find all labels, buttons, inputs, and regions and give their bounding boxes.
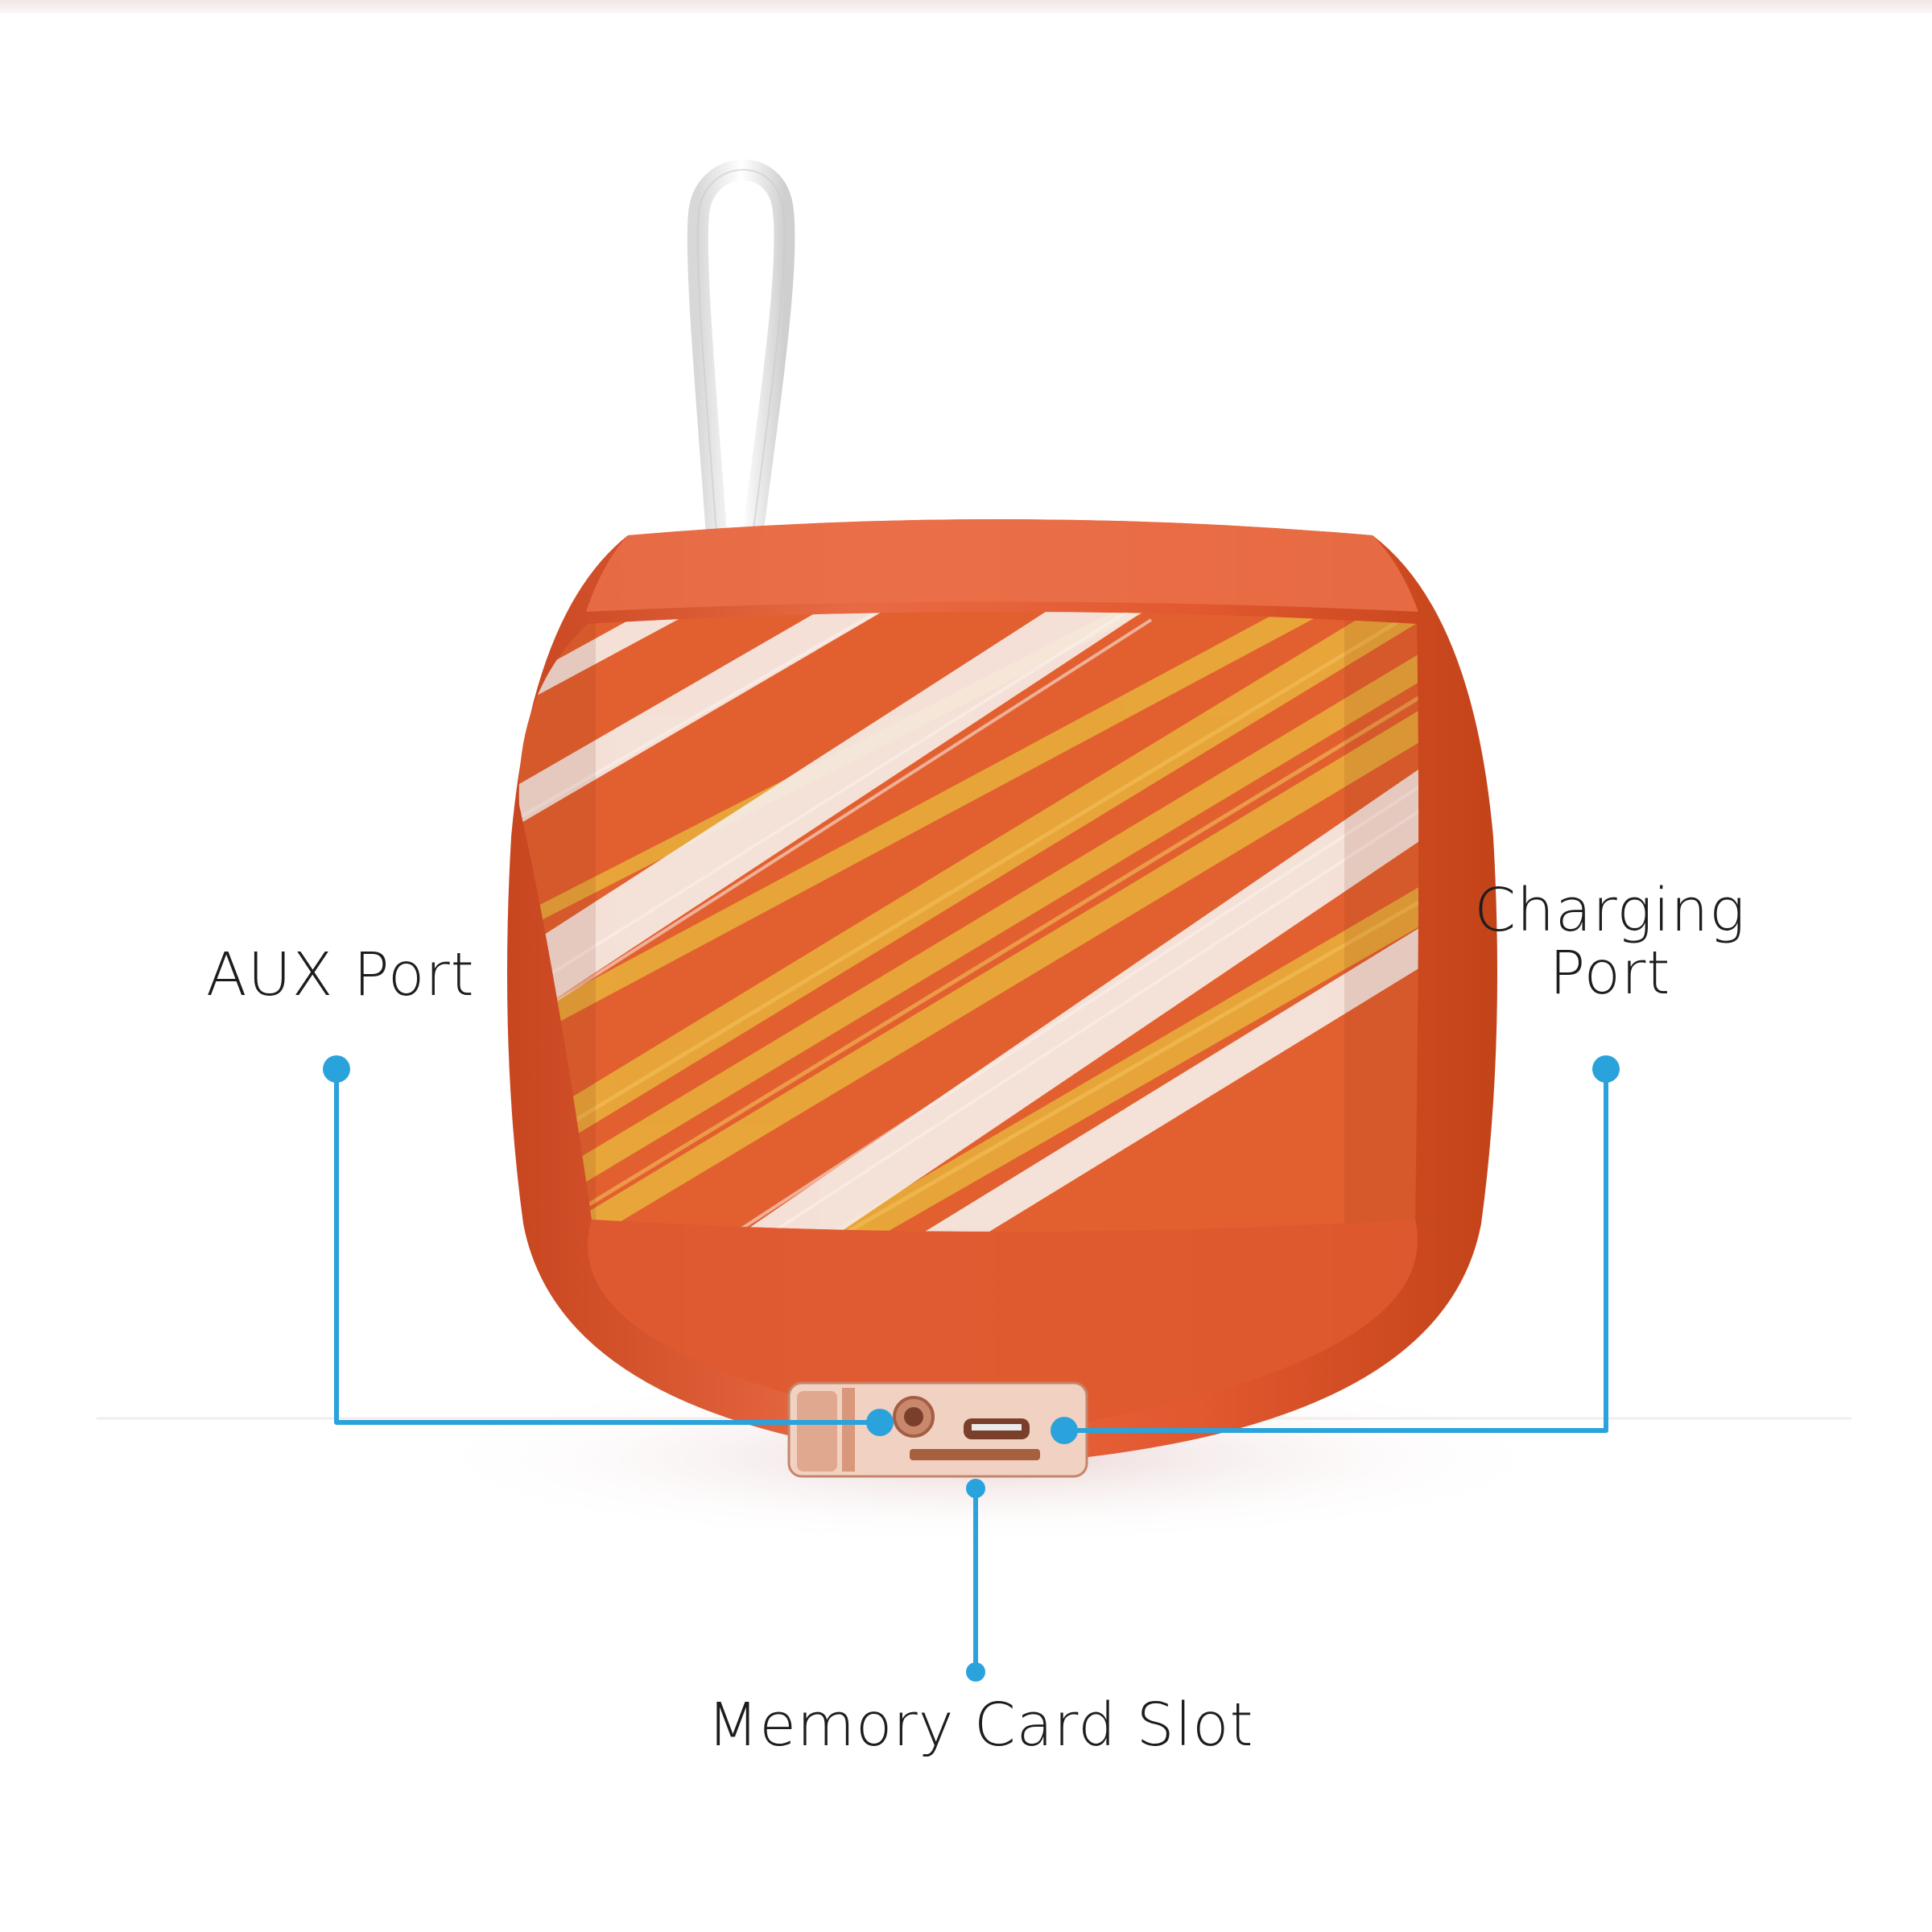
aux-callout-dot: [323, 1055, 350, 1083]
memory-callout-dot: [966, 1662, 985, 1682]
aux-callout-line: [334, 1069, 880, 1425]
charging-port-label: Charging Port: [1449, 879, 1771, 1005]
aux-port-label: AUX Port: [206, 940, 475, 1009]
charging-port-dot: [1051, 1417, 1078, 1444]
callout-lines: [334, 1069, 1608, 1672]
strap-icon: [687, 159, 795, 578]
speaker-icon: [507, 519, 1497, 1478]
port-panel: [787, 1381, 1088, 1478]
card-slot-icon: [910, 1449, 1040, 1460]
charging-callout-line: [1064, 1069, 1608, 1433]
charging-port-label-line1: Charging: [1474, 876, 1746, 945]
charging-port-label-line2: Port: [1549, 939, 1671, 1008]
top-band: [0, 0, 1932, 13]
memory-card-slot-label: Memory Card Slot: [707, 1690, 1254, 1760]
memory-slot-dot: [966, 1479, 985, 1498]
charging-callout-dot: [1592, 1055, 1620, 1083]
aux-port-dot: [866, 1409, 894, 1436]
